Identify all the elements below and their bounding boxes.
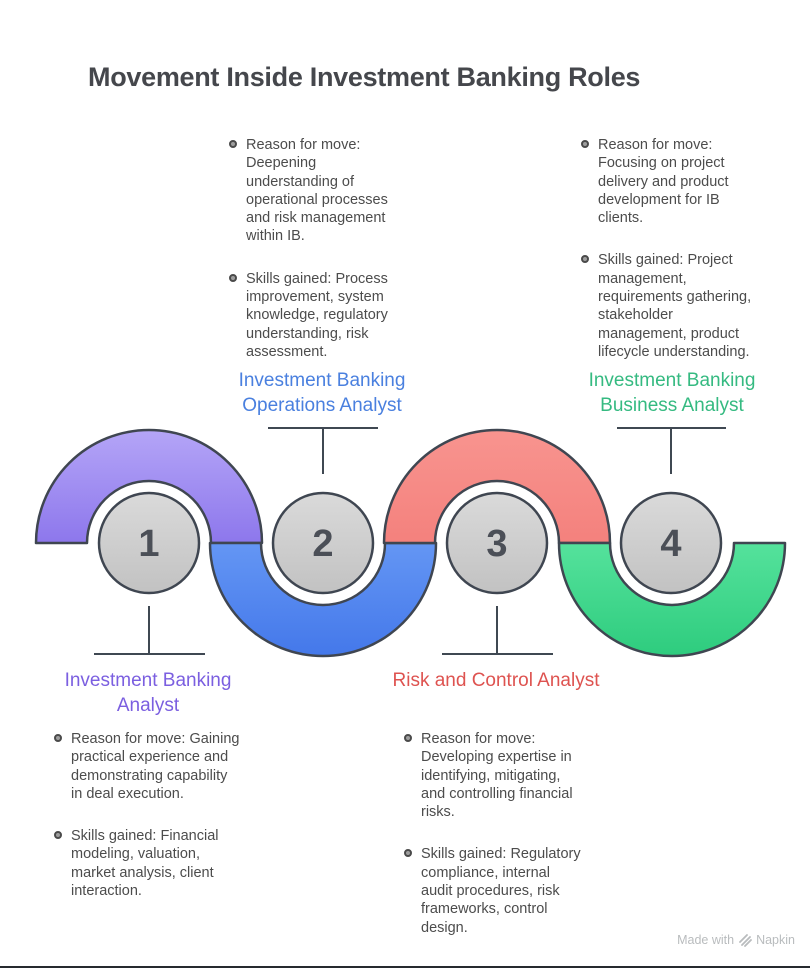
- list-item: Skills gained: Regulatory compliance, in…: [404, 845, 584, 936]
- bullet-list-risk-and-control-analyst: Reason for move: Developing expertise in…: [404, 730, 584, 937]
- connector-step2: [268, 427, 378, 474]
- list-item: Skills gained: Process improvement, syst…: [229, 270, 396, 361]
- role-title-risk-and-control-analyst: Risk and Control Analyst: [392, 670, 600, 691]
- bullet-list-operations-analyst: Reason for move: Deepening understanding…: [229, 136, 396, 361]
- bullet-list-business-analyst: Reason for move: Focusing on project del…: [581, 136, 763, 361]
- made-with-label: Made with: [677, 933, 735, 947]
- bullet-text: Skills gained: Regulatory compliance, in…: [421, 846, 581, 936]
- bullet-text: Skills gained: Process improvement, syst…: [246, 270, 388, 360]
- bullet-text: Skills gained: Financial modeling, valua…: [71, 828, 219, 900]
- bullet-text: Reason for move: Developing expertise in…: [421, 731, 573, 821]
- bullet-text: Skills gained: Project management, requi…: [598, 252, 752, 360]
- step-number-2: 2: [312, 523, 333, 565]
- bullet-icon: [581, 140, 589, 148]
- step-circle-3: [445, 491, 549, 595]
- bullet-icon: [404, 734, 412, 742]
- wave-segment-blue: [208, 541, 438, 658]
- bullet-icon: [581, 255, 589, 264]
- bullet-text: Reason for move: Gaining practical exper…: [71, 731, 240, 802]
- bullet-icon: [229, 273, 237, 282]
- list-item: Skills gained: Financial modeling, valua…: [54, 827, 242, 900]
- wave-segment-green: [557, 541, 787, 658]
- napkin-brand-label: Napkin: [756, 933, 795, 947]
- list-item: Reason for move: Developing expertise in…: [404, 730, 584, 821]
- napkin-logo-icon: [739, 934, 752, 947]
- role-title-investment-banking-analyst: Investment Banking Analyst: [64, 670, 232, 716]
- list-item: Reason for move: Focusing on project del…: [581, 136, 763, 227]
- bullet-icon: [54, 734, 62, 742]
- step-circle-1: [97, 491, 201, 595]
- step-number-4: 4: [660, 523, 681, 565]
- role-title-business-analyst: Investment Banking Business Analyst: [588, 370, 756, 416]
- bullet-icon: [54, 831, 62, 840]
- connector-step4: [617, 427, 726, 474]
- bullet-list-investment-banking-analyst: Reason for move: Gaining practical exper…: [54, 730, 242, 900]
- bottom-border-line: [0, 966, 810, 968]
- step-circle-2: [271, 491, 375, 595]
- step-number-3: 3: [486, 523, 507, 565]
- bullet-icon: [229, 140, 237, 148]
- step-circle-4: [619, 491, 723, 595]
- role-title-operations-analyst: Investment Banking Operations Analyst: [238, 370, 406, 416]
- wave-segment-purple: [34, 428, 264, 545]
- page-title: Movement Inside Investment Banking Roles: [88, 62, 641, 92]
- list-item: Reason for move: Deepening understanding…: [229, 136, 396, 246]
- list-item: Skills gained: Project management, requi…: [581, 251, 763, 361]
- bullet-text: Reason for move: Focusing on project del…: [598, 137, 729, 227]
- bullet-text: Reason for move: Deepening understanding…: [246, 137, 388, 245]
- wave-segment-red: [382, 428, 612, 545]
- connector-step1: [94, 606, 205, 655]
- step-number-1: 1: [138, 523, 159, 565]
- list-item: Reason for move: Gaining practical exper…: [54, 730, 242, 803]
- bullet-icon: [404, 849, 412, 858]
- connector-step3: [442, 606, 553, 655]
- made-with-napkin-credit: Made with Napkin: [677, 933, 795, 947]
